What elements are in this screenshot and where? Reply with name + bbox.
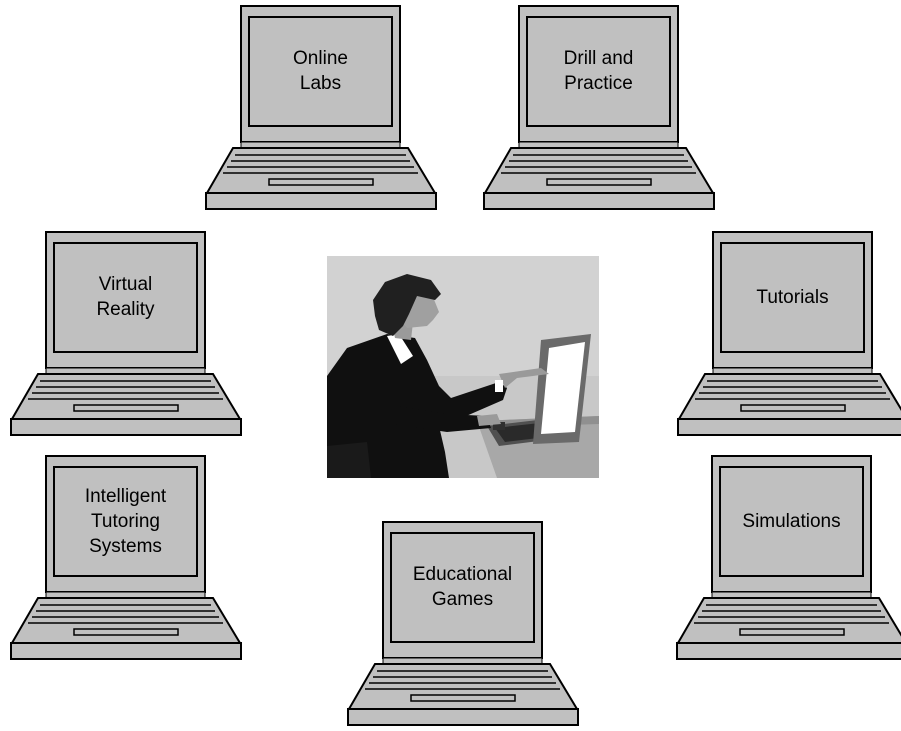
laptop-drill-and-practice: Drill and Practice [483,5,715,215]
laptop-icon [205,5,437,210]
laptop-intelligent-tutoring-systems: Intelligent Tutoring Systems [10,455,242,665]
laptop-icon [677,231,901,436]
laptop-label: Online Labs [293,48,348,94]
laptop-label: Virtual Reality [96,274,155,320]
laptop-label: Intelligent Tutoring Systems [84,485,167,557]
laptop-icon [10,231,242,436]
laptop-virtual-reality: Virtual Reality [10,231,242,441]
laptop-educational-games: Educational Games [347,521,579,731]
laptop-label: Educational Games [412,564,513,610]
laptop-simulations: Simulations [676,455,901,665]
person-using-laptop-illustration [327,256,599,478]
laptop-label: Simulations [742,510,841,532]
laptop-online-labs: Online Labs [205,5,437,215]
laptop-label: Drill and Practice [563,48,634,94]
laptop-label: Tutorials [756,286,829,308]
laptop-icon [676,455,901,660]
laptop-icon [347,521,579,726]
laptop-icon [483,5,715,210]
laptop-tutorials: Tutorials [677,231,901,441]
laptop-icon [10,455,242,660]
